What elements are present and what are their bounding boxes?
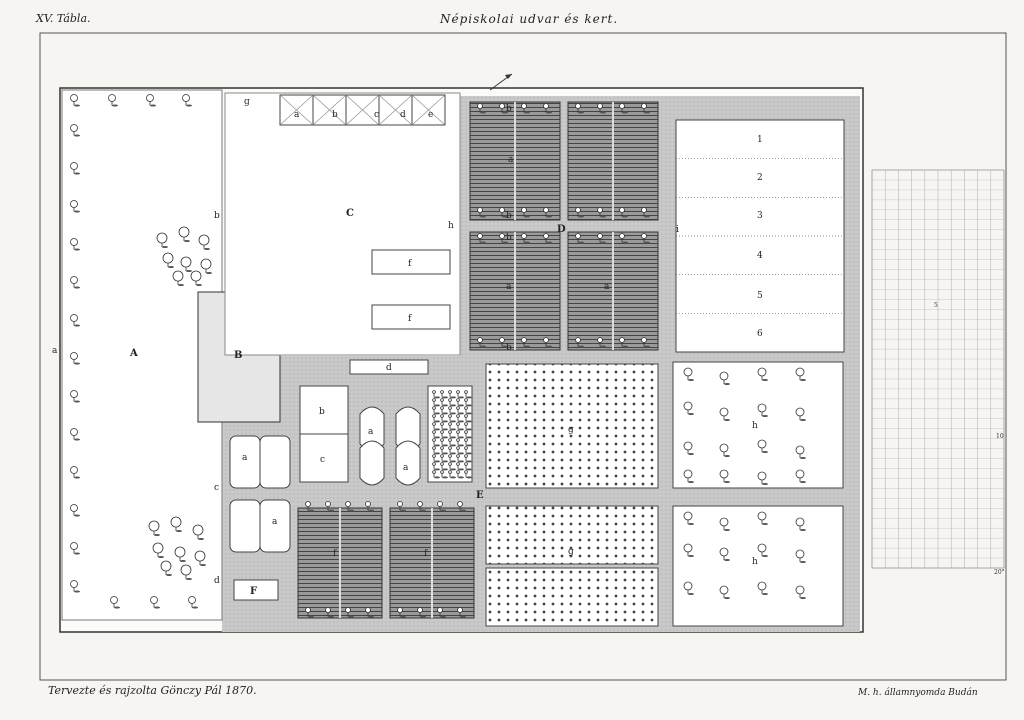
bed-number-6: 6 (757, 329, 763, 339)
label-a7: a (508, 155, 514, 165)
bed-number-2: 2 (757, 173, 763, 183)
label-a5: a (403, 463, 409, 473)
designer-credit: Tervezte és rajzolta Gönczy Pál 1870. (48, 684, 257, 697)
label-a: a (294, 110, 300, 120)
orchard-h-lower (672, 505, 844, 627)
label-c2: c (320, 455, 325, 465)
label-a3: a (272, 517, 278, 527)
label-b2: b (319, 407, 325, 417)
upper-hatched-beds (469, 101, 659, 351)
label-a6: a (52, 346, 58, 356)
scale-tick-10: 10 (996, 433, 1004, 440)
bed-number-4: 4 (757, 251, 763, 261)
north-arrow-icon (489, 73, 513, 91)
scale-bar (871, 169, 1005, 569)
plan-labels: A B C D E F a b c d e f f d b c a a a a … (52, 97, 1005, 597)
dotted-bed-g-lower (485, 505, 659, 565)
label-g2: g (568, 547, 574, 557)
label-F: F (250, 586, 257, 597)
bench-f-lower (371, 304, 451, 330)
label-f3: f (333, 549, 337, 559)
label-A: A (129, 348, 138, 359)
label-C: C (346, 208, 354, 219)
bed-number-3: 3 (757, 211, 763, 221)
label-g3: g (244, 97, 250, 107)
plate-title: Népiskolai udvar és kert. (440, 12, 619, 26)
label-B: B (234, 350, 242, 361)
label-b4: b (506, 104, 512, 114)
orchard-h-upper (672, 361, 844, 489)
scale-tick-5: 5 (934, 302, 938, 309)
bed-number-1: 1 (757, 135, 763, 145)
strip-d (349, 359, 429, 375)
outbuildings (279, 94, 446, 126)
label-b7: b (506, 343, 512, 353)
label-d: d (400, 110, 406, 120)
label-f2: f (408, 314, 412, 324)
label-d2: d (386, 363, 392, 373)
label-h2: h (752, 557, 758, 567)
printer-credit: M. h. államnyomda Budán (858, 688, 978, 698)
label-b: b (332, 110, 338, 120)
label-a2: a (242, 453, 248, 463)
label-a8: a (506, 282, 512, 292)
label-b6: b (506, 233, 512, 243)
scale-tick-20: 20° (994, 569, 1005, 576)
tree-row (70, 94, 198, 609)
plate-label: XV. Tábla. (36, 12, 91, 25)
label-c3: c (214, 483, 219, 493)
label-f4: f (424, 549, 428, 559)
label-e: e (428, 110, 433, 120)
bench-f-upper (371, 249, 451, 275)
label-E: E (476, 490, 484, 501)
label-i: i (676, 225, 679, 235)
label-f: f (408, 259, 412, 269)
label-a4: a (368, 427, 374, 437)
label-b5: b (506, 211, 512, 221)
label-d3: d (214, 576, 220, 586)
label-c: c (374, 110, 379, 120)
dotted-bed-g-bottom (485, 567, 659, 627)
label-g: g (568, 425, 574, 435)
outer-frame (39, 32, 1007, 681)
dotted-bed-g-upper (485, 363, 659, 489)
lower-hatched-beds (297, 501, 475, 619)
bed-number-5: 5 (757, 291, 763, 301)
label-h3: h (448, 221, 454, 231)
label-h: h (752, 421, 758, 431)
label-D: D (557, 224, 566, 235)
label-b3: b (214, 211, 220, 221)
label-a9: a (604, 282, 610, 292)
